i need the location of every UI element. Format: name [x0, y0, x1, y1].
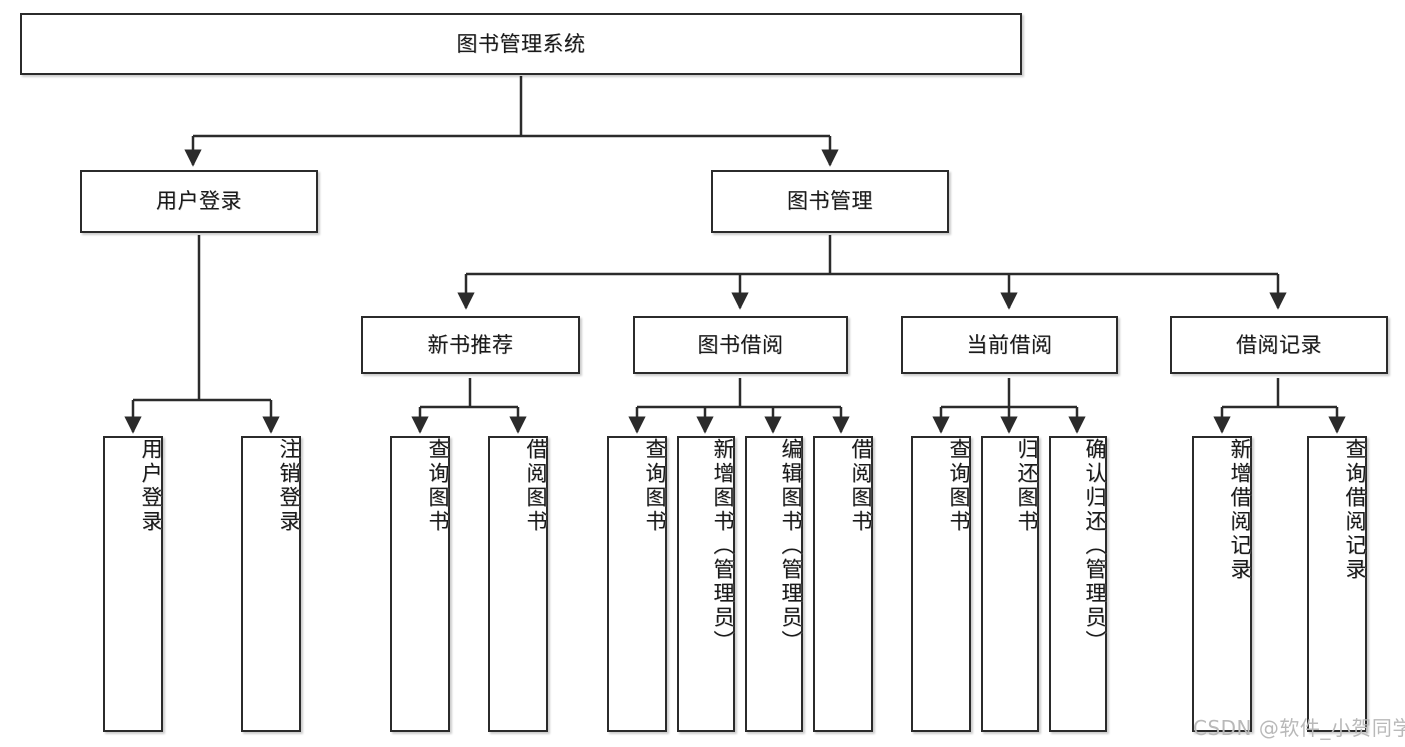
node-leaf-borrow-book-2[interactable]: 借阅图书 [813, 436, 873, 732]
node-root-label: 图书管理系统 [456, 31, 586, 56]
node-leaf-user-login-label: 用户登录 [139, 438, 163, 534]
node-leaf-borrow-book-1-label: 借阅图书 [524, 438, 548, 534]
node-new-book-rec[interactable]: 新书推荐 [361, 316, 580, 374]
node-leaf-query-book-1-label: 查询图书 [426, 438, 450, 534]
node-leaf-add-book-label: 新增图书（管理员） [711, 438, 735, 654]
node-borrow-record[interactable]: 借阅记录 [1170, 316, 1388, 374]
node-leaf-query-book-2[interactable]: 查询图书 [607, 436, 667, 732]
node-leaf-return-book-label: 归还图书 [1015, 438, 1039, 534]
node-leaf-user-logout-label: 注销登录 [277, 438, 301, 534]
node-leaf-borrow-book-1[interactable]: 借阅图书 [488, 436, 548, 732]
node-new-book-rec-label: 新书推荐 [427, 332, 514, 357]
node-leaf-user-login[interactable]: 用户登录 [103, 436, 163, 732]
node-book-manage[interactable]: 图书管理 [711, 170, 949, 233]
node-root[interactable]: 图书管理系统 [20, 13, 1022, 75]
node-leaf-query-record[interactable]: 查询借阅记录 [1307, 436, 1367, 732]
node-leaf-add-record[interactable]: 新增借阅记录 [1192, 436, 1252, 732]
node-leaf-confirm-return-label: 确认归还（管理员） [1083, 438, 1107, 654]
node-book-manage-label: 图书管理 [787, 189, 873, 214]
node-leaf-borrow-book-2-label: 借阅图书 [849, 438, 873, 534]
node-leaf-query-book-3[interactable]: 查询图书 [911, 436, 971, 732]
node-borrow-record-label: 借阅记录 [1236, 332, 1322, 357]
node-leaf-query-book-2-label: 查询图书 [643, 438, 667, 534]
node-book-borrow-label: 图书借阅 [697, 332, 784, 357]
node-user-login-label: 用户登录 [156, 189, 242, 214]
node-user-login[interactable]: 用户登录 [80, 170, 318, 233]
node-leaf-add-record-label: 新增借阅记录 [1228, 438, 1252, 582]
node-leaf-edit-book-label: 编辑图书（管理员） [779, 438, 803, 654]
node-current-borrow-label: 当前借阅 [966, 332, 1053, 357]
node-leaf-return-book[interactable]: 归还图书 [981, 436, 1039, 732]
node-current-borrow[interactable]: 当前借阅 [901, 316, 1118, 374]
node-leaf-confirm-return[interactable]: 确认归还（管理员） [1049, 436, 1107, 732]
node-leaf-edit-book[interactable]: 编辑图书（管理员） [745, 436, 803, 732]
node-leaf-query-record-label: 查询借阅记录 [1343, 438, 1367, 582]
node-leaf-add-book[interactable]: 新增图书（管理员） [677, 436, 735, 732]
node-leaf-query-book-3-label: 查询图书 [947, 438, 971, 534]
node-book-borrow[interactable]: 图书借阅 [633, 316, 848, 374]
node-leaf-user-logout[interactable]: 注销登录 [241, 436, 301, 732]
node-leaf-query-book-1[interactable]: 查询图书 [390, 436, 450, 732]
csdn-watermark: CSDN @软件_小贺同学 [1193, 716, 1405, 740]
